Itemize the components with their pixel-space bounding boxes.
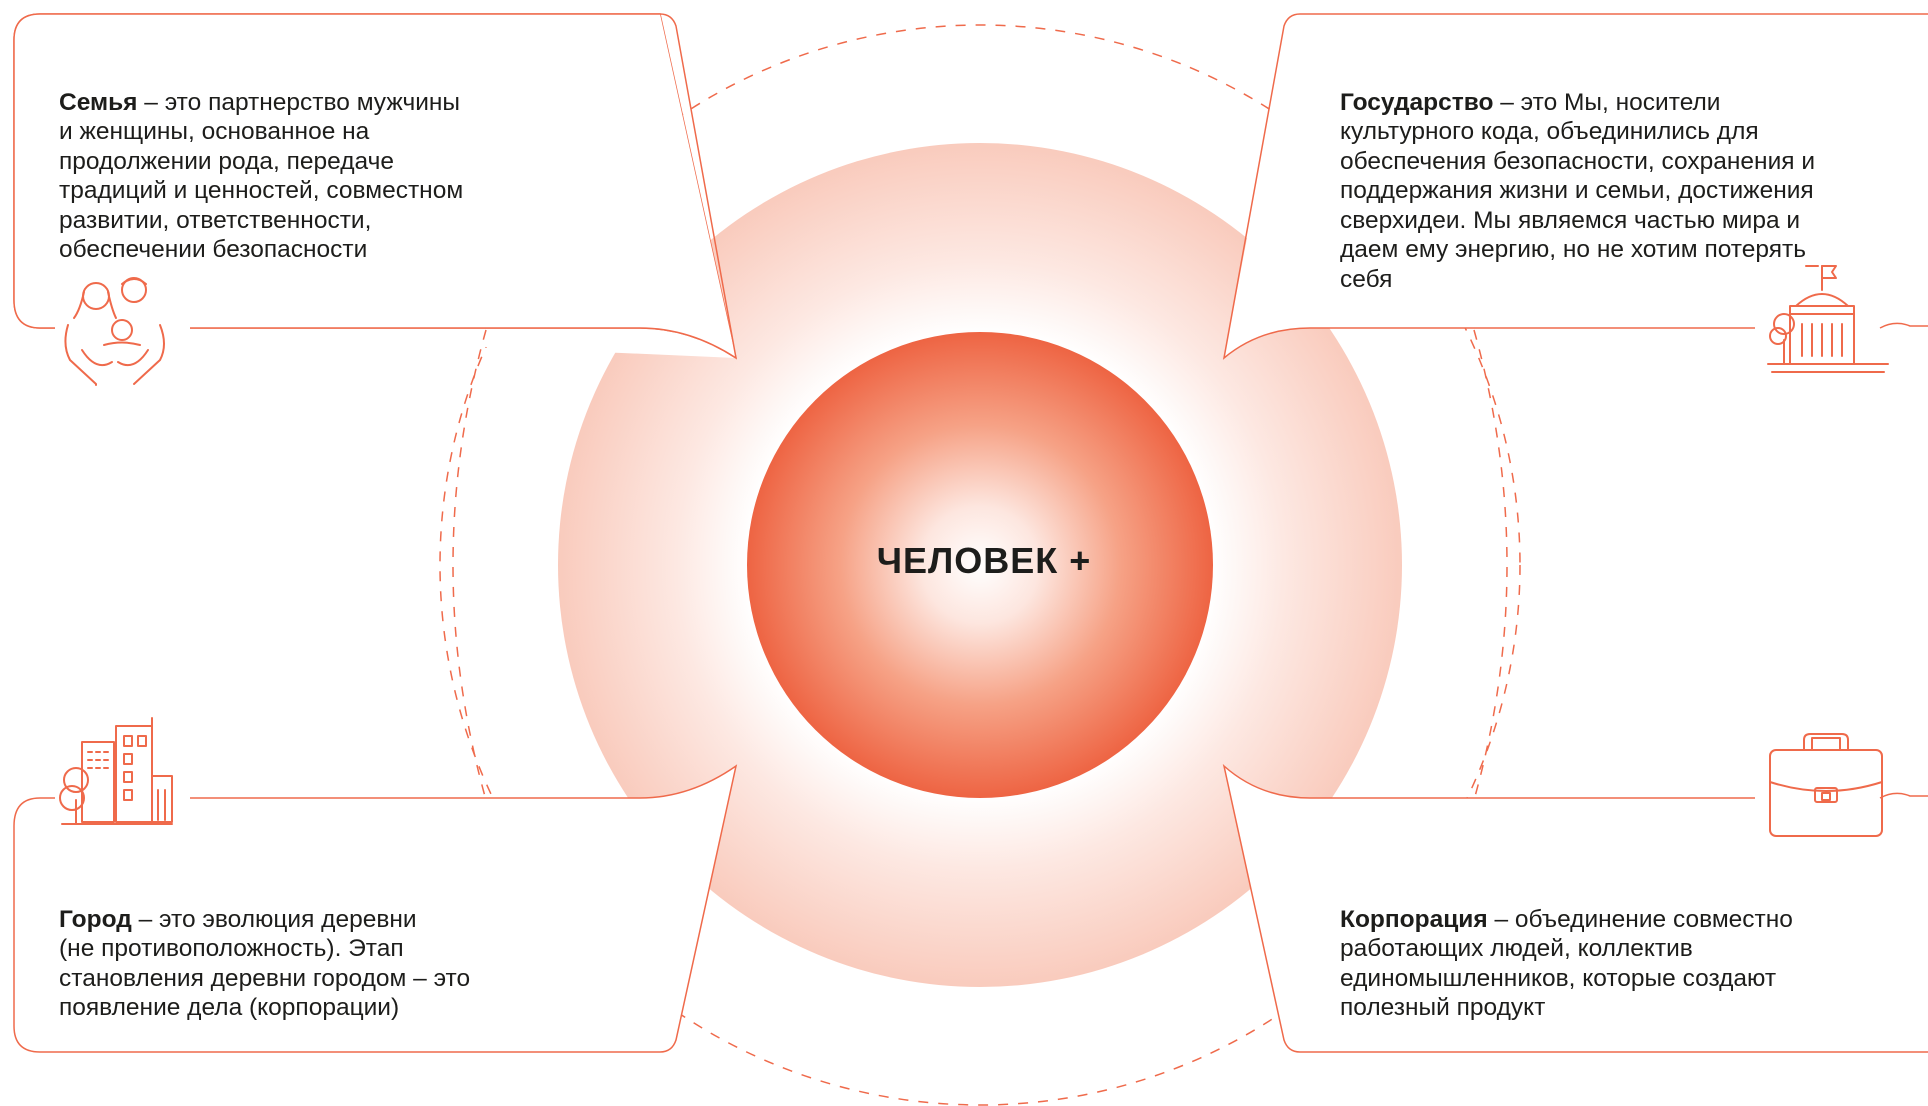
government-building-icon: [1767, 265, 1889, 373]
corporation-text: – объединение совместно работающих людей…: [1340, 905, 1793, 1022]
right-dashed-arc: [1473, 329, 1508, 801]
corporation-title: Корпорация: [1340, 905, 1488, 933]
box-city: [13, 764, 738, 1053]
family-description: Семья – это партнерство мужчины и женщин…: [59, 58, 579, 265]
city-buildings-icon: [59, 717, 173, 825]
box-family: [13, 13, 738, 360]
outer-dashed-ring: [439, 24, 1521, 1106]
state-text: – это Мы, носители культурного кода, объ…: [1340, 88, 1816, 293]
family-icon: [64, 277, 165, 386]
box-state: [1222, 13, 1928, 360]
briefcase-icon: [1769, 733, 1883, 837]
corporation-description: Корпорация – объединение совместно работ…: [1340, 875, 1900, 1023]
family-title: Семья: [59, 88, 138, 116]
family-text: – это партнерство мужчины и женщины, осн…: [59, 88, 464, 264]
left-dashed-arc: [452, 329, 487, 801]
state-title: Государство: [1340, 88, 1494, 116]
core-circle: [747, 332, 1213, 798]
city-text: – это эволюция деревни (не противоположн…: [59, 905, 471, 1022]
center-title: ЧЕЛОВЕК +: [876, 540, 1092, 581]
state-description: Государство – это Мы, носители культурно…: [1340, 58, 1920, 294]
box-corporation: [1222, 763, 1928, 1053]
city-title: Город: [59, 905, 132, 933]
city-description: Город – это эволюция деревни (не противо…: [59, 875, 599, 1023]
